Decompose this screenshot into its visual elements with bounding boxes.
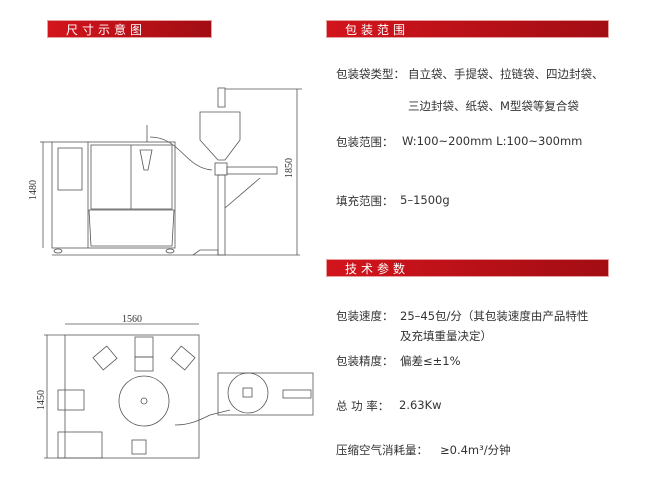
accuracy-label: 包装精度： xyxy=(336,354,394,368)
bag-types-value-line2: 三边封袋、纸袋、M型袋等复合袋 xyxy=(408,99,579,113)
section-header-packing-range: 包装范围 xyxy=(326,20,609,38)
dim-1850: 1850 xyxy=(284,158,295,178)
top-view-drawing: 1560 1450 xyxy=(36,314,314,459)
machine-drawing: 1480 1850 1560 1450 xyxy=(28,87,314,459)
section-header-dimensions: 尺寸示意图 xyxy=(47,20,212,38)
dim-1450: 1450 xyxy=(36,390,47,410)
speed-label: 包装速度： xyxy=(336,309,394,323)
side-view-drawing: 1480 1850 xyxy=(28,87,302,256)
air-label: 压缩空气消耗量： xyxy=(336,443,428,457)
air-value: ≥0.4m³/分钟 xyxy=(440,443,511,457)
speed-value-line1: 25–45包/分（其包装速度由产品特性 xyxy=(400,309,589,323)
speed-value-line2: 及充填重量决定） xyxy=(400,329,492,343)
power-value: 2.63Kw xyxy=(399,398,442,412)
fill-label: 填充范围： xyxy=(336,194,394,208)
dim-1480: 1480 xyxy=(28,180,39,200)
bag-types-label: 包装袋类型： xyxy=(336,67,405,81)
dim-1560: 1560 xyxy=(122,314,142,325)
power-label: 总 功 率： xyxy=(336,399,390,413)
range-label: 包装范围： xyxy=(336,135,394,149)
section-header-tech-params: 技术参数 xyxy=(326,259,609,277)
range-value: W:100~200mm L:100~300mm xyxy=(402,134,583,148)
bag-types-value-line1: 自立袋、手提袋、拉链袋、四边封袋、 xyxy=(408,67,604,81)
fill-value: 5–1500g xyxy=(400,193,450,207)
accuracy-value: 偏差≤±1% xyxy=(400,354,461,368)
